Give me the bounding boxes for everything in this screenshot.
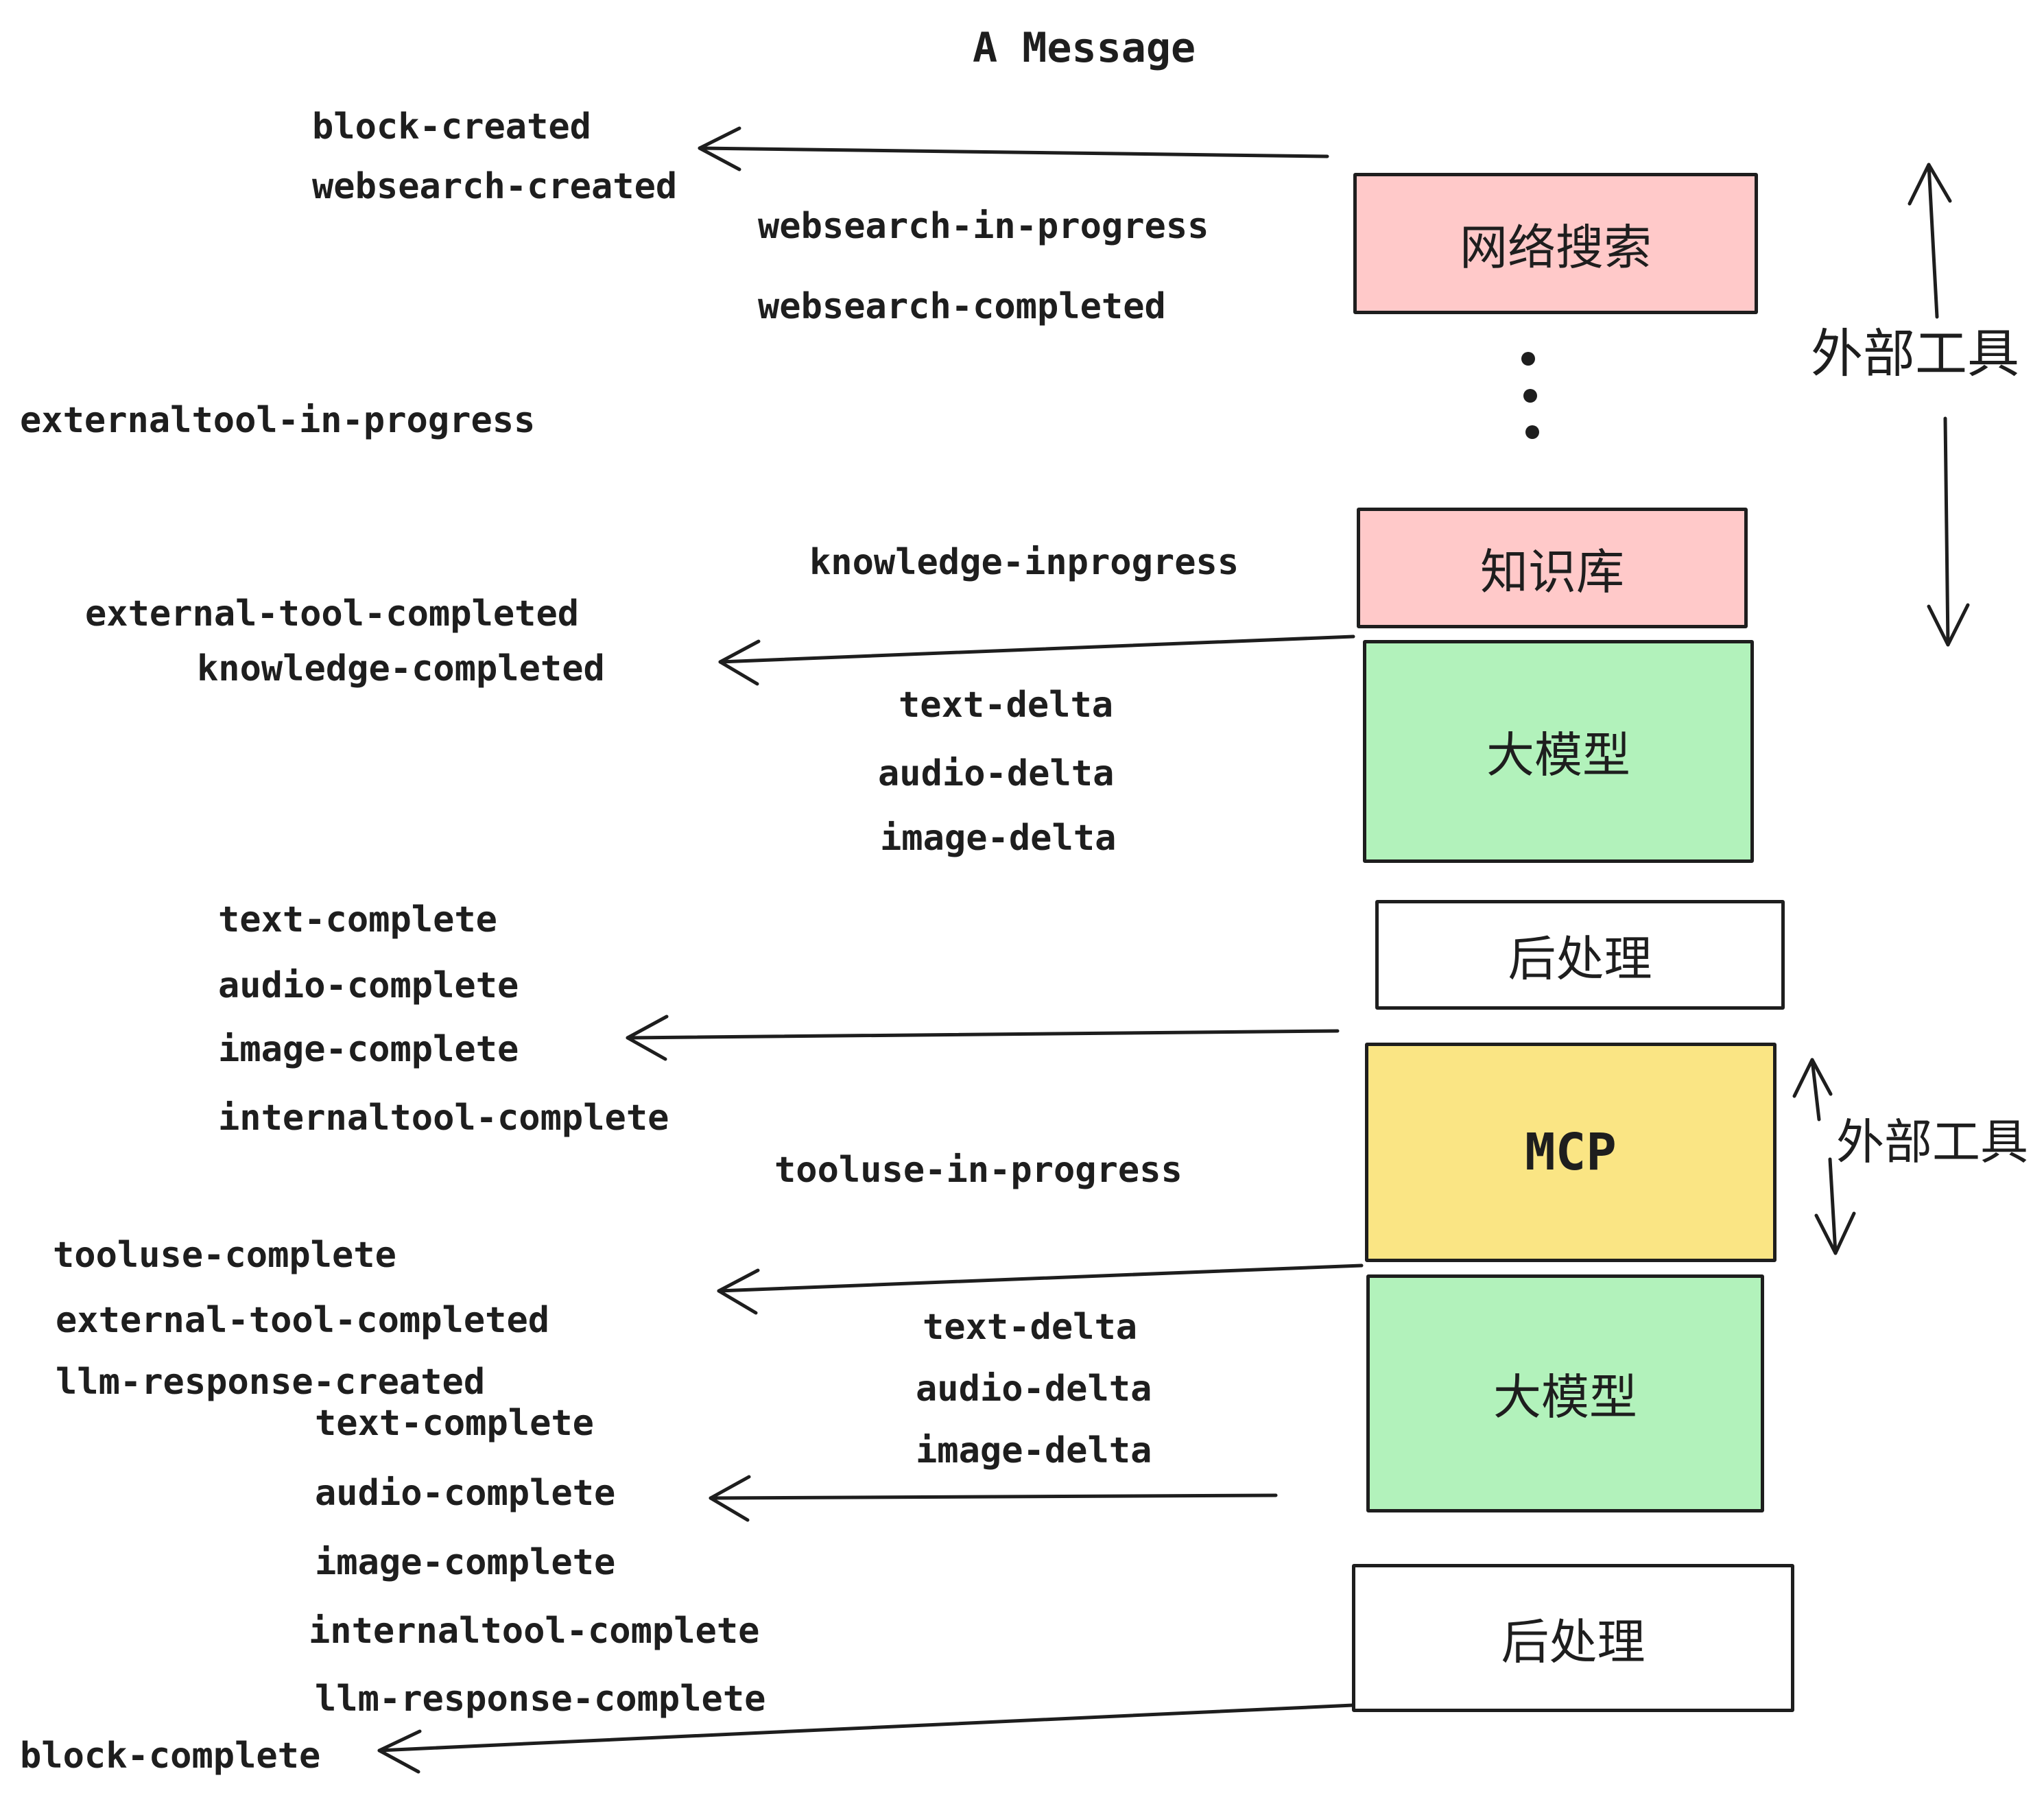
- external-tool-label-2: 外部工具: [1836, 1115, 2028, 1169]
- external-tool-2-up-arrow-icon: [1792, 1058, 1833, 1121]
- event-block-created: block-created: [312, 106, 591, 147]
- event-externaltool-in-progress: externaltool-in-progress: [20, 400, 536, 441]
- event-audio-delta-1: audio-delta: [878, 753, 1115, 794]
- box-postprocess-1: 后处理: [1375, 900, 1785, 1010]
- event-audio-complete-2: audio-complete: [315, 1473, 616, 1514]
- arrow-postprocess1-to-complete-icon: [626, 1014, 1340, 1061]
- box-llm-2-label: 大模型: [1493, 1370, 1637, 1424]
- event-image-delta-1: image-delta: [880, 818, 1117, 859]
- event-audio-complete-1: audio-complete: [218, 965, 519, 1006]
- event-websearch-completed: websearch-completed: [758, 286, 1166, 327]
- event-external-tool-completed-2: external-tool-completed: [56, 1300, 550, 1341]
- external-tool-2-down-arrow-icon: [1814, 1157, 1856, 1255]
- event-websearch-in-progress: websearch-in-progress: [758, 206, 1209, 247]
- event-knowledge-completed: knowledge-completed: [197, 648, 605, 689]
- arrow-mcp-to-tooluse-complete-icon: [717, 1263, 1364, 1315]
- box-knowledge: 知识库: [1357, 508, 1748, 628]
- external-tool-label-1: 外部工具: [1811, 325, 2019, 383]
- event-tooluse-in-progress: tooluse-in-progress: [774, 1150, 1183, 1191]
- external-tool-1-up-arrow-icon: [1908, 163, 1952, 319]
- event-text-delta-1: text-delta: [899, 685, 1114, 726]
- box-llm-1: 大模型: [1363, 640, 1754, 863]
- event-image-complete-2: image-complete: [315, 1542, 616, 1583]
- box-mcp: MCP: [1365, 1043, 1776, 1262]
- box-mcp-label: MCP: [1525, 1123, 1617, 1182]
- event-llm-response-created: llm-response-created: [56, 1362, 486, 1403]
- event-text-delta-2: text-delta: [923, 1307, 1138, 1348]
- box-postprocess-2-label: 后处理: [1501, 1615, 1645, 1669]
- event-internaltool-complete-2: internaltool-complete: [309, 1611, 760, 1652]
- event-internaltool-complete-1: internaltool-complete: [218, 1097, 669, 1139]
- event-text-complete-2: text-complete: [315, 1403, 594, 1444]
- event-tooluse-complete: tooluse-complete: [53, 1235, 396, 1276]
- external-tool-1-down-arrow-icon: [1927, 416, 1970, 647]
- event-audio-delta-2: audio-delta: [916, 1368, 1152, 1410]
- box-websearch-label: 网络搜索: [1460, 220, 1652, 274]
- event-block-complete: block-complete: [20, 1735, 321, 1777]
- event-image-delta-2: image-delta: [916, 1430, 1152, 1471]
- event-knowledge-inprogress: knowledge-inprogress: [809, 542, 1239, 583]
- box-llm-1-label: 大模型: [1486, 728, 1630, 782]
- event-image-complete-1: image-complete: [218, 1029, 519, 1070]
- arrow-websearch-box-to-created-icon: [698, 126, 1329, 171]
- ellipsis-dots-icon: [1521, 352, 1539, 439]
- page-title: A Message: [973, 24, 1196, 72]
- event-text-complete-1: text-complete: [218, 899, 497, 940]
- box-postprocess-2: 后处理: [1352, 1564, 1794, 1712]
- box-llm-2: 大模型: [1366, 1274, 1764, 1512]
- event-external-tool-completed-1: external-tool-completed: [85, 593, 580, 634]
- box-postprocess-1-label: 后处理: [1508, 931, 1652, 986]
- arrow-postprocess2-to-block-complete-icon: [377, 1703, 1355, 1774]
- arrow-llm2-to-audio-complete-icon: [709, 1475, 1278, 1522]
- event-llm-response-complete: llm-response-complete: [315, 1678, 766, 1720]
- box-knowledge-label: 知识库: [1480, 545, 1624, 599]
- event-websearch-created: websearch-created: [312, 166, 678, 207]
- box-websearch: 网络搜索: [1353, 173, 1758, 314]
- arrow-knowledge-completed-icon: [718, 634, 1355, 686]
